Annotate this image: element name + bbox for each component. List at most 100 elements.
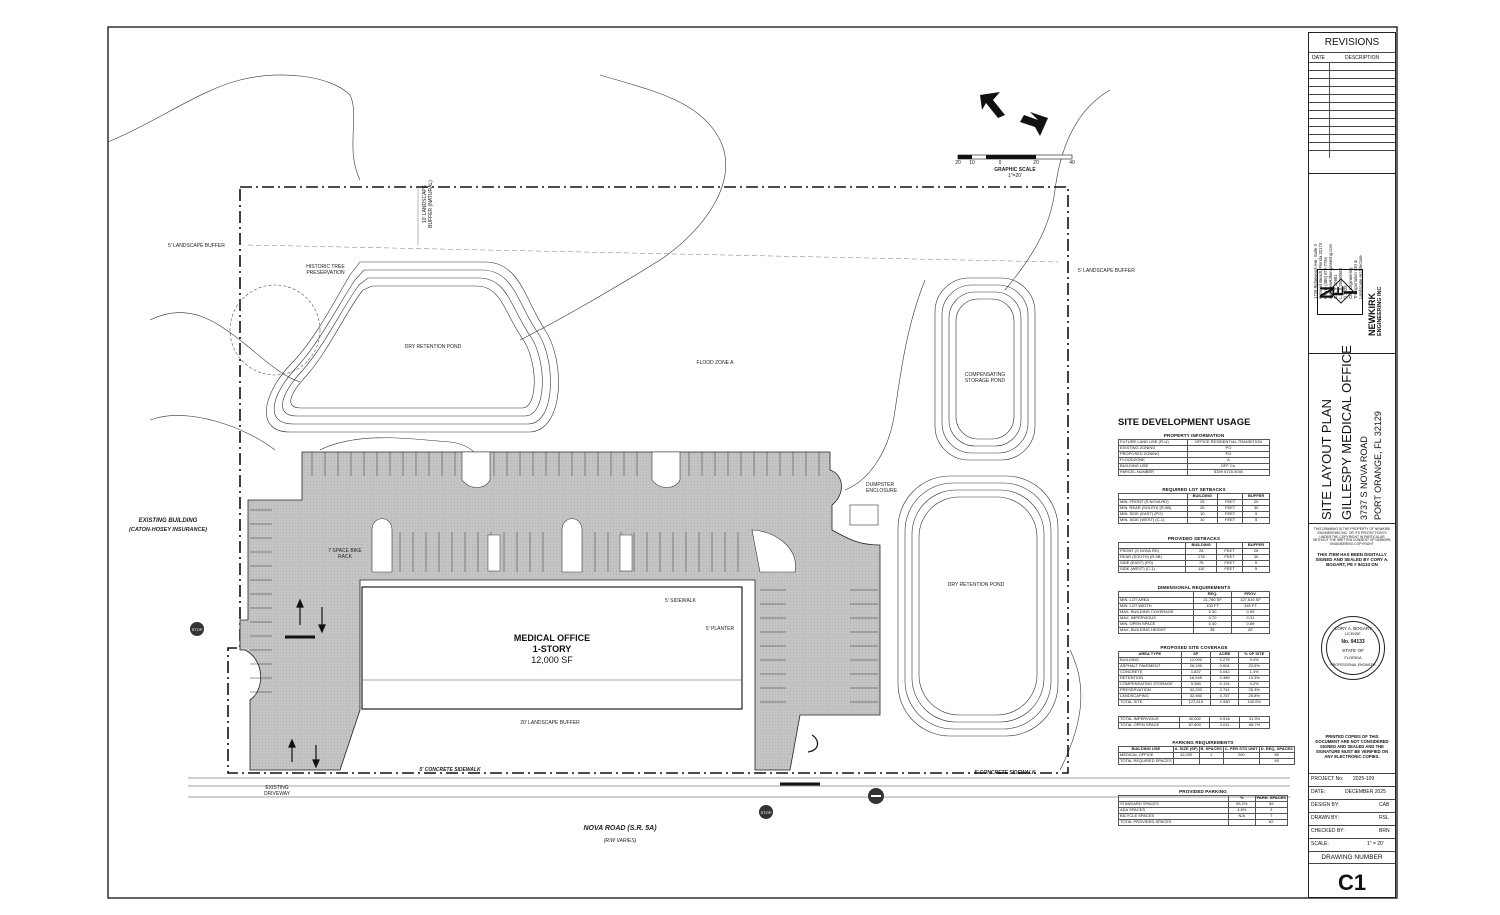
contour-line xyxy=(149,312,301,383)
dry-pond-right-label: DRY RETENTION POND xyxy=(947,582,1005,588)
table-cell: MAX. BUILDING HEIGHT xyxy=(1117,627,1195,634)
scale-tick-label: 20 xyxy=(1033,160,1039,166)
svg-text:STOP: STOP xyxy=(192,627,203,632)
checked-by-row: CHECKED BY:BRN xyxy=(1309,825,1395,839)
table-cell: FEET xyxy=(1217,517,1244,524)
firm-subname: ENGINEERING INC xyxy=(1377,286,1383,336)
table-cell: 60 xyxy=(1258,758,1295,765)
project-no-label: PROJECT No: xyxy=(1311,776,1344,782)
project-name: GILLESPY MEDICAL OFFICE xyxy=(1339,345,1354,520)
sheet-title: SITE LAYOUT PLAN xyxy=(1319,399,1334,520)
table-header-cell: C. PER STD UNIT xyxy=(1222,746,1260,753)
table-header-cell: PARK. SPACES xyxy=(1254,795,1289,802)
do-not-enter-sign xyxy=(868,788,884,804)
table-cell: 35' xyxy=(1193,627,1232,634)
date-value: DECEMBER 2025 xyxy=(1345,789,1386,795)
revision-row xyxy=(1309,150,1395,159)
scale-tick-label: 40 xyxy=(1069,160,1075,166)
provided-setbacks-title: PROVIDED SETBACKS xyxy=(1167,536,1221,541)
design-by-row: DESIGN BY:CAB xyxy=(1309,799,1395,813)
table-cell: TOTAL SITE xyxy=(1118,699,1182,706)
table-cell xyxy=(1222,758,1260,765)
historic-tree-circle xyxy=(229,284,321,376)
firm-logo: N E I xyxy=(1317,269,1363,315)
landscape-buffer-label-top: 10' LANDSCAPE BUFFER (NATURAL) xyxy=(422,180,434,228)
landscape-buffer-20-label: 20' LANDSCAPE BUFFER xyxy=(520,720,580,726)
table-cell: 5339 0178 0040 xyxy=(1186,469,1271,476)
revision-date-header: DATE xyxy=(1312,55,1325,61)
revision-row xyxy=(1309,118,1395,127)
date-row: DATE:DECEMBER 2025 xyxy=(1309,786,1395,800)
dry-pond-left-label: DRY RETENTION POND xyxy=(404,344,462,350)
revision-row xyxy=(1309,78,1395,87)
table-cell: TOTAL PROVIDED SPACES xyxy=(1118,819,1229,826)
parking-provided-title: PROVIDED PARKING xyxy=(1179,789,1227,794)
sidewalk-label-right: 5' CONCRETE SIDEWALK xyxy=(974,770,1036,776)
sidewalk-label-left: 5' CONCRETE SIDEWALK xyxy=(419,767,481,773)
graphic-scale-bar xyxy=(957,154,1073,160)
project-address-1: 3737 S NOVA ROAD xyxy=(1359,436,1369,520)
building-label-line1: MEDICAL OFFICE xyxy=(513,633,591,643)
project-title-section: SITE LAYOUT PLAN GILLESPY MEDICAL OFFICE… xyxy=(1309,345,1395,524)
table-cell: MIN. SIDE (WEST) (C-1) xyxy=(1118,517,1188,524)
table-cell: 68.7% xyxy=(1239,722,1270,729)
checked-by-value: BRN xyxy=(1379,828,1390,834)
planter-label: 5' PLANTER xyxy=(705,626,735,632)
dumpster-label: DUMPSTER ENCLOSURE xyxy=(866,482,898,494)
table-row: FUTURE LAND USE (FLU)OFFICE RESIDENTIAL … xyxy=(1118,439,1271,446)
digital-sign-note: THIS ITEM HAS BEEN DIGITALLY SIGNED AND … xyxy=(1315,552,1389,568)
table-cell xyxy=(1227,819,1256,826)
seal-pe-label: PROFESSIONAL ENGINEER xyxy=(1330,663,1376,667)
table-cell: 100.0% xyxy=(1238,699,1270,706)
drawn-by-label: DRAWN BY: xyxy=(1311,815,1339,821)
firm-name: NEWKIRK xyxy=(1367,293,1377,336)
scale-value: 1" = 20' xyxy=(1367,841,1384,847)
pe-seal: CORY A. BOGART LICENSE No. 94133 STATE O… xyxy=(1321,616,1385,680)
revision-row xyxy=(1309,94,1395,103)
table-cell: 2.011 xyxy=(1209,722,1241,729)
sheet-border xyxy=(107,26,1398,899)
scale-label: SCALE: xyxy=(1311,841,1329,847)
table-cell: 110 xyxy=(1185,566,1218,573)
table-cell: 10 xyxy=(1186,517,1219,524)
seal-state-name: FLORIDA xyxy=(1344,655,1362,660)
contour-line xyxy=(149,415,276,451)
seal-section: THIS DRAWING IS THE PROPERTY OF NEWKIRK … xyxy=(1309,523,1395,774)
building-label-line2: 1-STORY xyxy=(532,644,572,654)
contour-line xyxy=(107,74,361,181)
buffer-line xyxy=(247,244,1059,263)
property-info-table: FUTURE LAND USE (FLU)OFFICE RESIDENTIAL … xyxy=(1118,439,1271,476)
seal-license-label: LICENSE xyxy=(1345,632,1361,636)
sidewalk-label: 5' SIDEWALK xyxy=(665,598,696,604)
dimensional-title: DIMENSIONAL REQUIREMENTS xyxy=(1157,585,1231,590)
drawn-by-value: RSL xyxy=(1379,815,1389,821)
table-cell: TOTAL REQUIRED SPACES xyxy=(1118,758,1174,765)
landscape-buffer-label-left: 5' LANDSCAPE BUFFER xyxy=(168,243,225,249)
revisions-header: DATE DESCRIPTION xyxy=(1309,52,1395,63)
firm-logo-letter-i: I xyxy=(1341,289,1362,296)
scale-tick-label: 10 xyxy=(969,160,975,166)
drawn-by-row: DRAWN BY: RSL xyxy=(1309,812,1395,826)
table-cell xyxy=(1172,758,1200,765)
table-cell: FEET xyxy=(1216,566,1243,573)
landscape-buffer-label-right: 5' LANDSCAPE BUFFER xyxy=(1078,268,1135,274)
road-row-label: (R/W VARIES) xyxy=(603,838,637,844)
revision-column-divider xyxy=(1329,62,1330,158)
compensating-storage-pond xyxy=(934,277,1036,461)
project-no-row: PROJECT No:2025-109 xyxy=(1309,773,1395,787)
design-by-value: CAB xyxy=(1379,802,1390,808)
graphic-scale-ratio: 1"=20' xyxy=(1008,173,1022,179)
usage-title: SITE DEVELOPMENT USAGE xyxy=(1118,417,1251,428)
drawing-number-row: DRAWING NUMBER xyxy=(1309,851,1395,864)
scale-row: SCALE: 1" = 20' xyxy=(1309,838,1395,852)
